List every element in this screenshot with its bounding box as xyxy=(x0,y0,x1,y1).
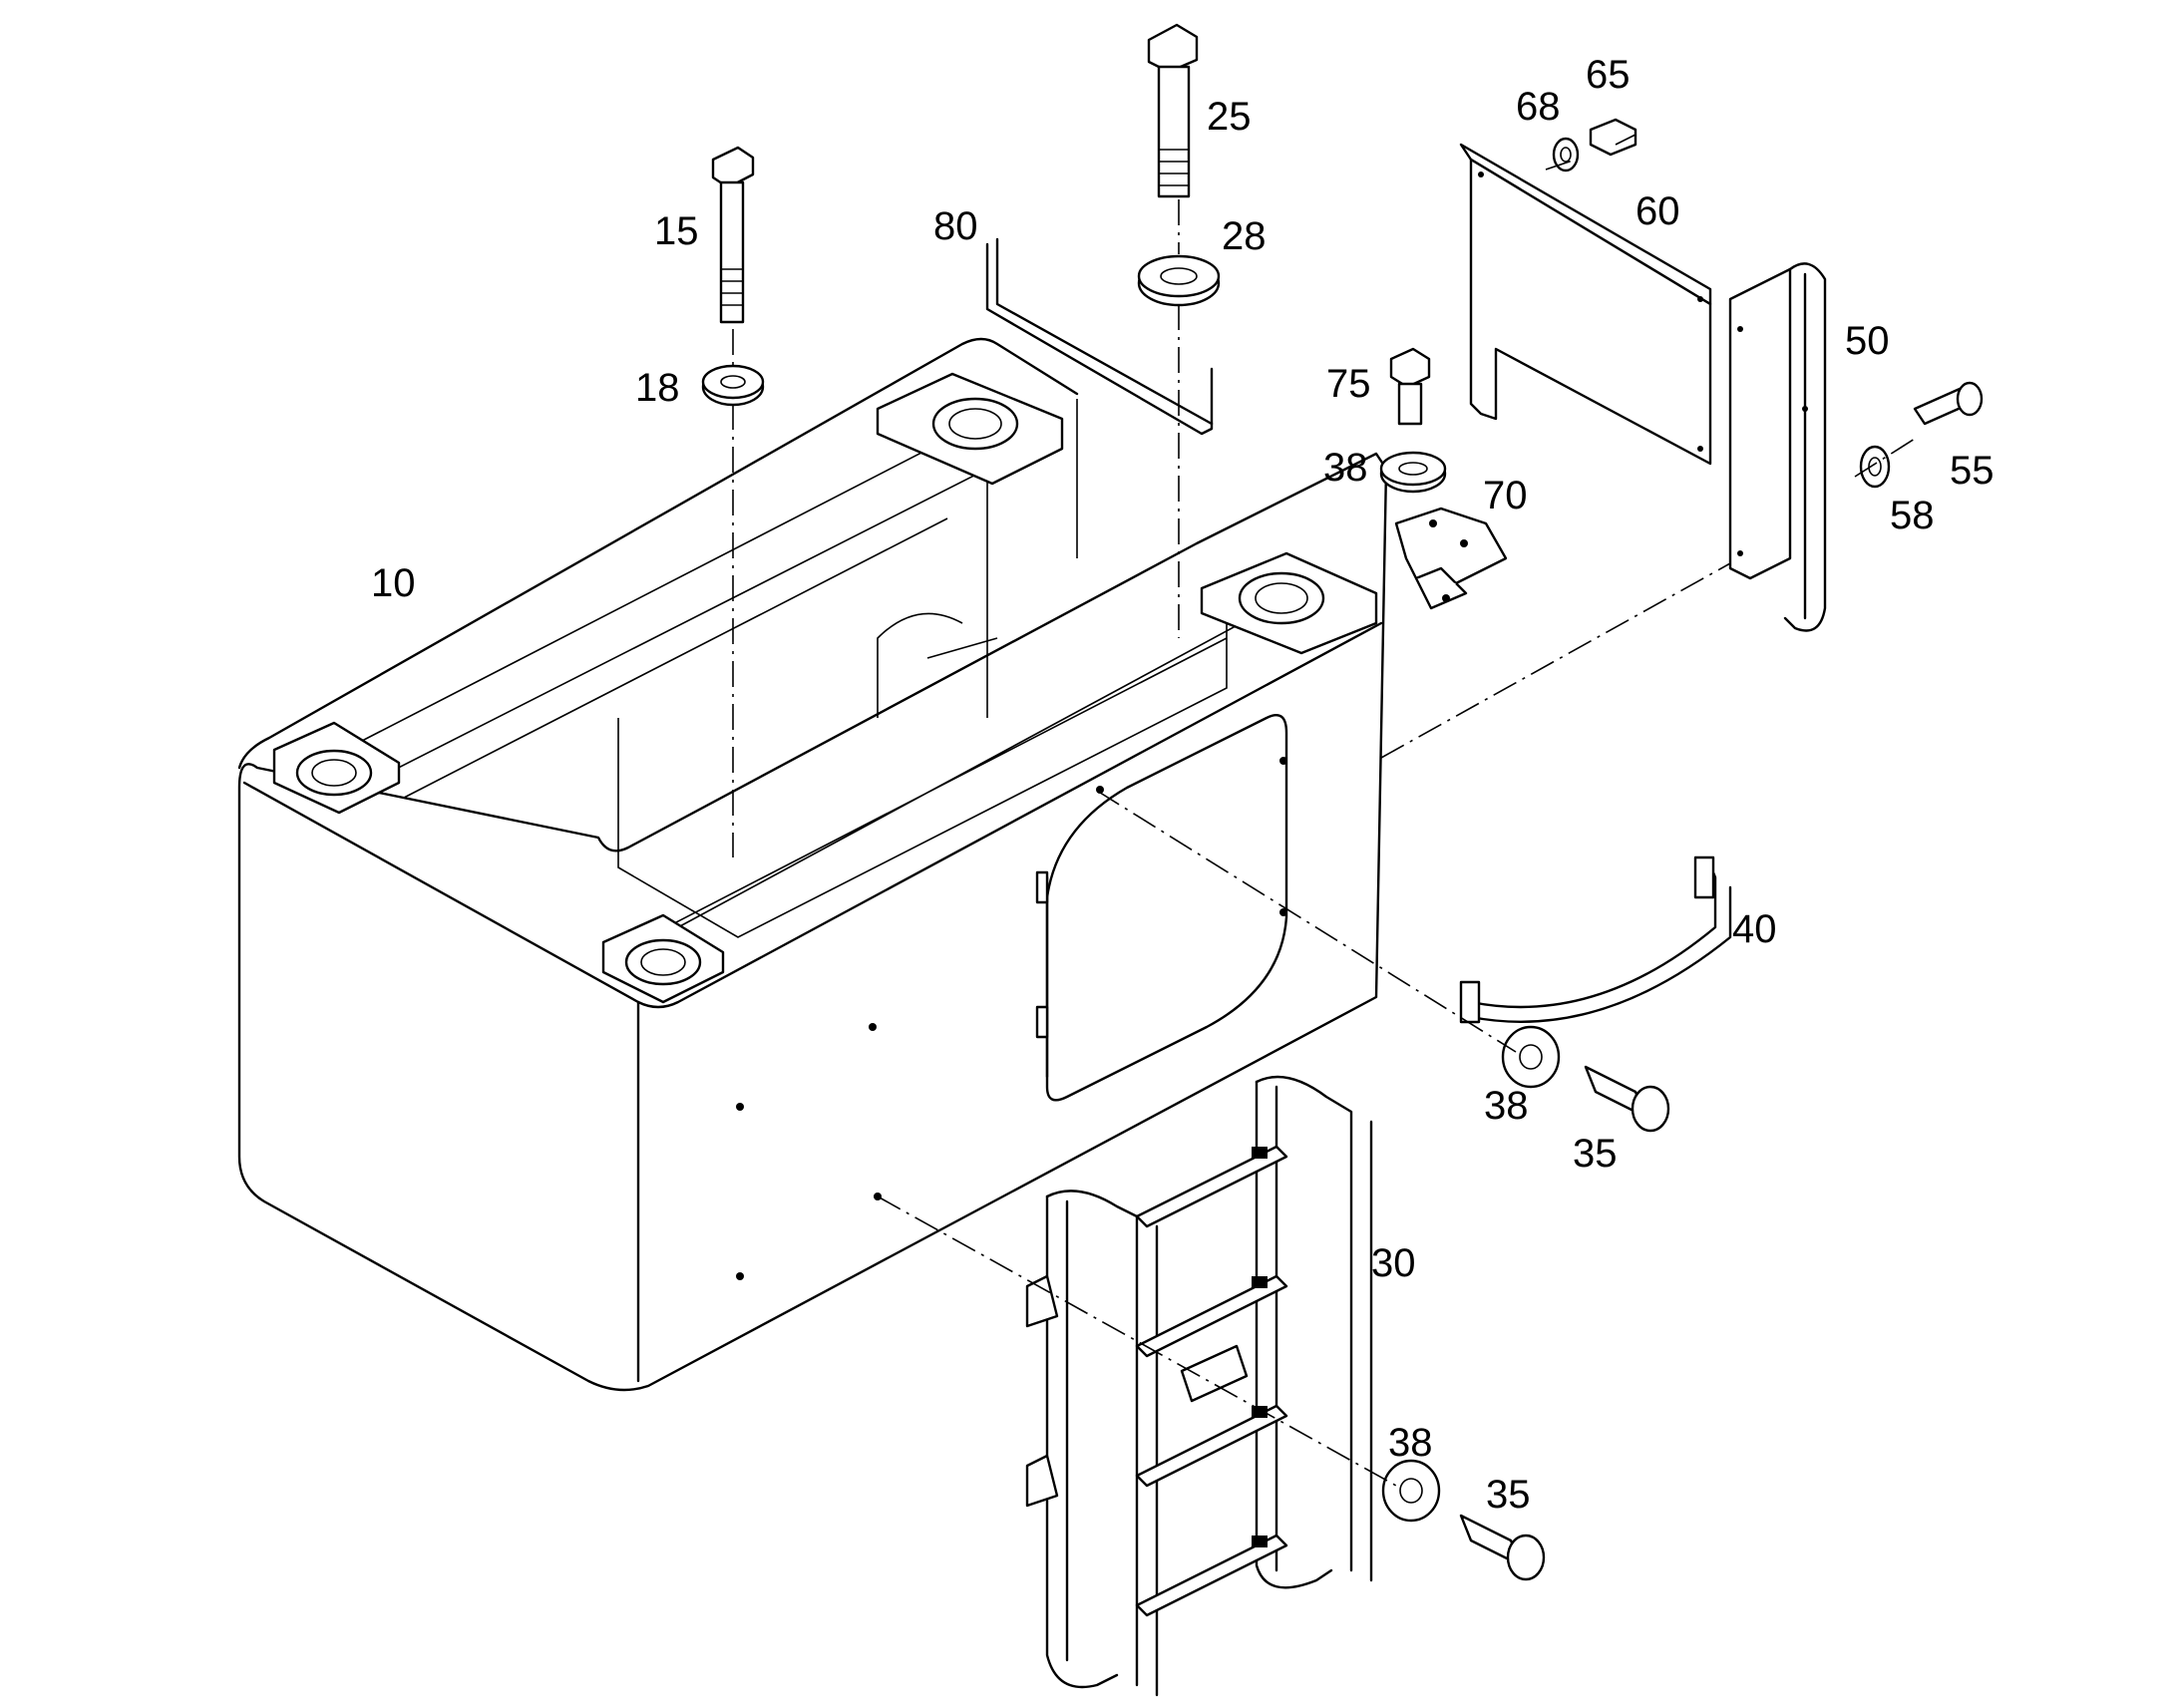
callout-25: 25 xyxy=(1207,95,1252,139)
callout-50: 50 xyxy=(1845,319,1890,363)
rod-part-80 xyxy=(985,237,1214,436)
washer-part-28 xyxy=(1137,254,1221,307)
callout-75: 75 xyxy=(1326,362,1371,406)
housing-mount-left-bottom xyxy=(601,913,725,1004)
bolt-part-65 xyxy=(1589,118,1637,157)
callout-35-upper: 35 xyxy=(1573,1132,1618,1176)
plate-part-60 xyxy=(1459,143,1712,466)
housing-part-10 xyxy=(237,337,1388,1392)
callout-35-lower: 35 xyxy=(1486,1473,1531,1517)
washer-part-68 xyxy=(1552,137,1580,172)
housing-access-cover xyxy=(1045,713,1288,1102)
callout-18: 18 xyxy=(635,366,680,410)
bracket-part-70 xyxy=(1394,507,1508,610)
screw-part-35-upper xyxy=(1584,1065,1670,1133)
housing-mount-left-top xyxy=(272,721,401,815)
bolt-part-15 xyxy=(711,146,755,324)
callout-68: 68 xyxy=(1516,85,1561,129)
callout-38-lower: 38 xyxy=(1388,1421,1433,1465)
housing-mount-rear-left xyxy=(876,372,1064,486)
housing-top-rim xyxy=(237,337,1079,770)
callout-70: 70 xyxy=(1483,474,1528,517)
callout-58: 58 xyxy=(1890,494,1935,537)
callout-30: 30 xyxy=(1371,1241,1416,1285)
ladder-part-30 xyxy=(1025,1075,1373,1697)
bolt-part-25 xyxy=(1147,23,1199,198)
bolt-part-75 xyxy=(1389,347,1431,426)
housing-mount-rear-right xyxy=(1200,551,1378,655)
callout-80: 80 xyxy=(933,204,978,248)
callout-40: 40 xyxy=(1732,907,1777,951)
callout-60: 60 xyxy=(1635,189,1680,233)
washer-part-38-lower xyxy=(1381,1459,1441,1523)
callout-15: 15 xyxy=(654,209,699,253)
callout-10: 10 xyxy=(371,561,416,605)
callout-55: 55 xyxy=(1950,449,1995,493)
washer-part-18 xyxy=(701,364,765,407)
callout-38-middle: 38 xyxy=(1484,1084,1529,1128)
callout-28: 28 xyxy=(1222,214,1267,258)
housing-body xyxy=(237,452,1388,1392)
callout-labels: 10 15 18 25 28 80 75 38 70 68 65 60 50 5… xyxy=(371,53,1995,1517)
callout-65: 65 xyxy=(1586,53,1631,97)
washer-part-58 xyxy=(1859,445,1891,489)
grab-handle-part-40 xyxy=(1459,855,1732,1024)
callout-38-upper: 38 xyxy=(1323,446,1368,490)
handle-bracket-part-50 xyxy=(1728,262,1827,632)
housing-inner-rail xyxy=(328,418,1297,953)
screw-part-35-lower xyxy=(1459,1514,1546,1581)
washer-part-38-middle xyxy=(1501,1025,1561,1089)
washer-part-38-upper xyxy=(1379,451,1447,494)
assembly-centerlines xyxy=(732,134,1916,1487)
screw-part-55 xyxy=(1913,381,1984,426)
